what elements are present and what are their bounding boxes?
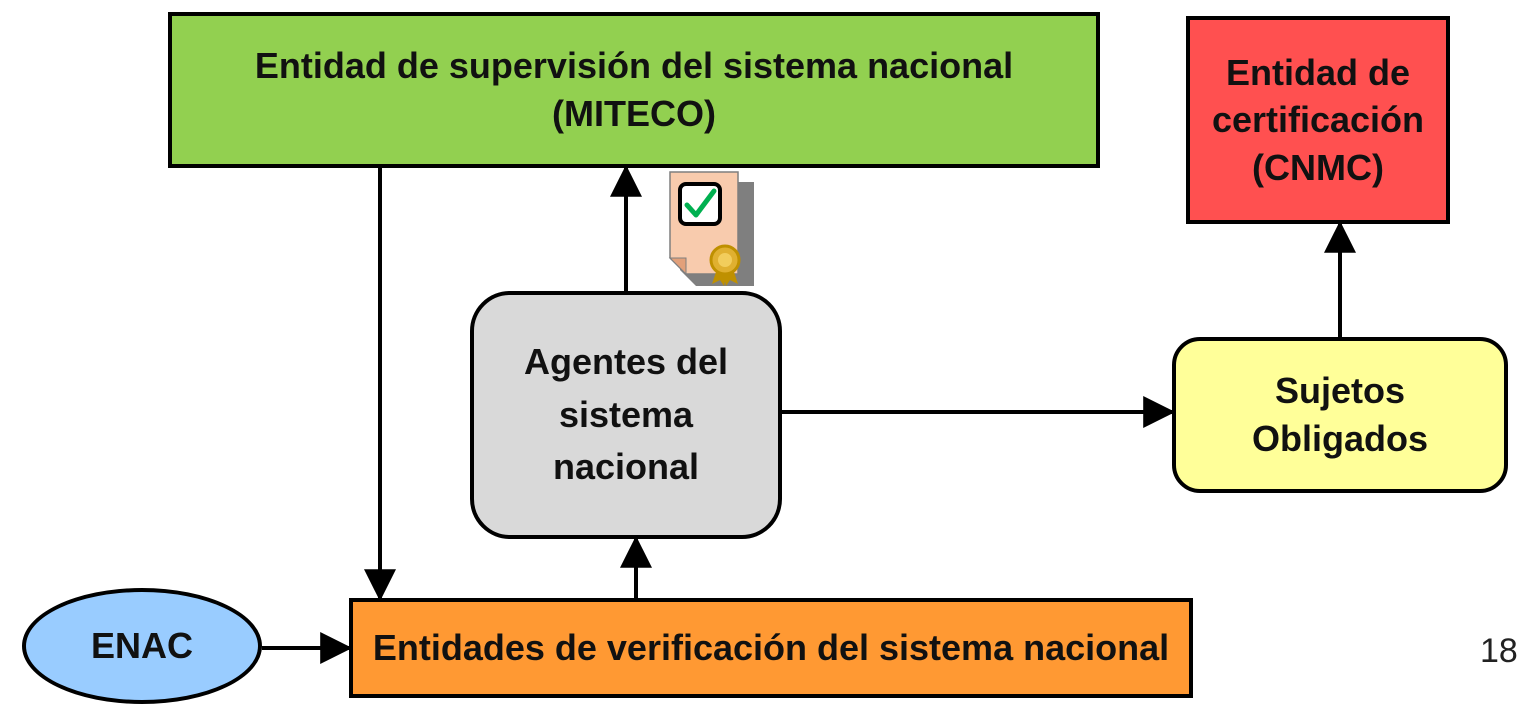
- node-certificacion: Entidad de certificación (CNMC): [1186, 16, 1450, 224]
- node-sujetos-label: Sujetos Obligados: [1251, 370, 1428, 459]
- page-number: 18: [1480, 632, 1518, 670]
- node-enac-label: ENAC: [90, 625, 193, 667]
- node-sujetos: Sujetos Obligados: [1172, 337, 1508, 493]
- certificate-icon: [668, 171, 754, 286]
- node-certificacion-label: Entidad de certificación (CNMC): [1211, 51, 1425, 188]
- node-verificacion: Entidades de verificación del sistema na…: [349, 598, 1193, 698]
- node-supervision: Entidad de supervisión del sistema nacio…: [168, 12, 1100, 168]
- node-agentes-label: Agentes del sistema nacional: [523, 341, 729, 488]
- node-agentes: Agentes del sistema nacional: [470, 291, 782, 539]
- node-verificacion-label: Entidades de verificación del sistema na…: [372, 627, 1170, 669]
- node-supervision-label: Entidad de supervisión del sistema nacio…: [254, 45, 1014, 134]
- node-enac: ENAC: [22, 588, 262, 704]
